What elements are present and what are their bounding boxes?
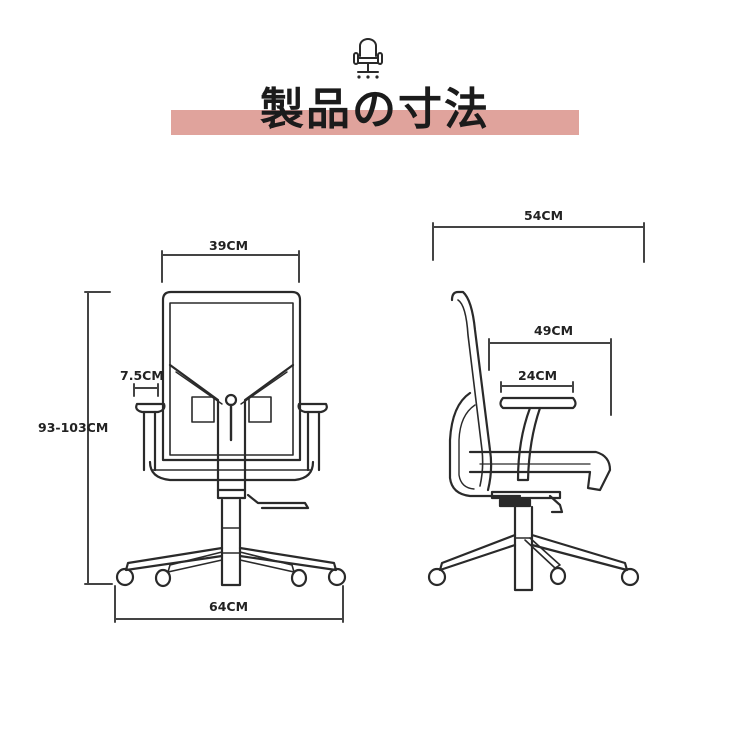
- dimension-line-armrest-pad: [133, 383, 159, 397]
- label-armrest-pad-width: 7.5CM: [120, 368, 164, 383]
- title-highlight-band: [171, 110, 579, 135]
- dimension-line-backrest-width: [161, 250, 300, 283]
- label-base-width: 64CM: [209, 599, 249, 614]
- dimension-line-total-depth: [432, 222, 645, 263]
- label-total-depth: 54CM: [524, 208, 564, 223]
- office-chair-icon: [353, 38, 383, 79]
- dimension-line-total-height: [84, 291, 113, 585]
- label-seat-depth: 49CM: [534, 323, 574, 338]
- label-total-height: 93-103CM: [38, 420, 109, 435]
- page-title: 製品の寸法: [260, 84, 490, 135]
- dimension-line-seat-depth: [488, 338, 612, 416]
- side-view-chair-drawing: [427, 290, 640, 592]
- label-backrest-width: 39CM: [209, 238, 249, 253]
- dimension-line-armrest-length: [500, 381, 574, 393]
- front-view-chair-drawing: [115, 290, 347, 588]
- label-armrest-length: 24CM: [518, 368, 558, 383]
- dimension-line-base-width: [114, 585, 344, 623]
